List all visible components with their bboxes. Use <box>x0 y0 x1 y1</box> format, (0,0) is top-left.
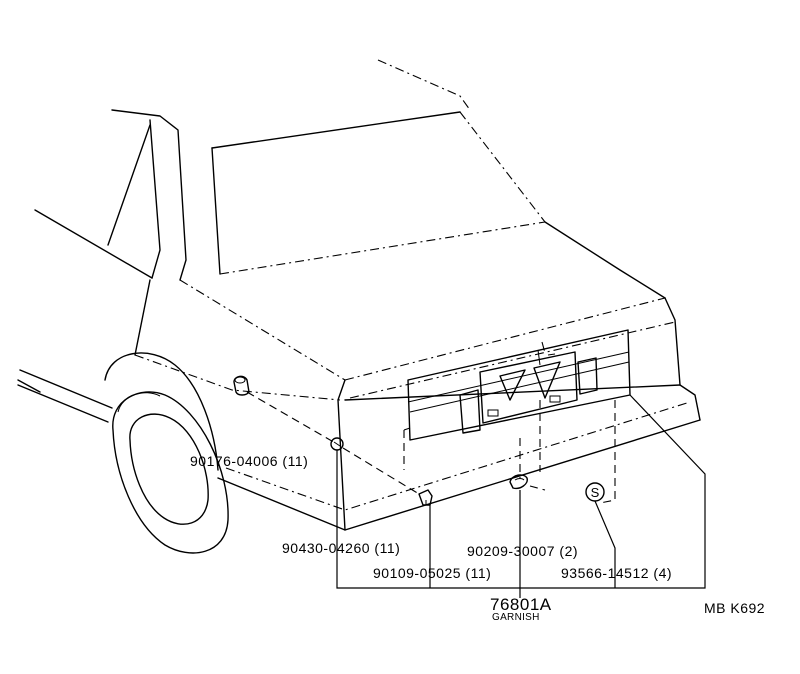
leader-lines <box>336 394 706 598</box>
drawing-code: MB K692 <box>704 600 766 616</box>
callout-90176: 90176-04006 (11) <box>190 453 309 469</box>
assembly-name: GARNISH <box>492 612 540 623</box>
callout-90209: 90209-30007 (2) <box>467 543 579 559</box>
sealer-symbol: S <box>591 485 600 500</box>
callout-93566: 93566-14512 (4) <box>561 565 673 581</box>
attachment-lines <box>246 391 616 504</box>
car-body-outline <box>17 59 701 531</box>
rear-wheel <box>104 352 229 554</box>
garnish-plate <box>407 329 631 441</box>
callout-90430: 90430-04260 (11) <box>282 540 401 556</box>
assembly-part-number: 76801A <box>490 595 552 614</box>
callout-90109: 90109-05025 (11) <box>373 565 492 581</box>
